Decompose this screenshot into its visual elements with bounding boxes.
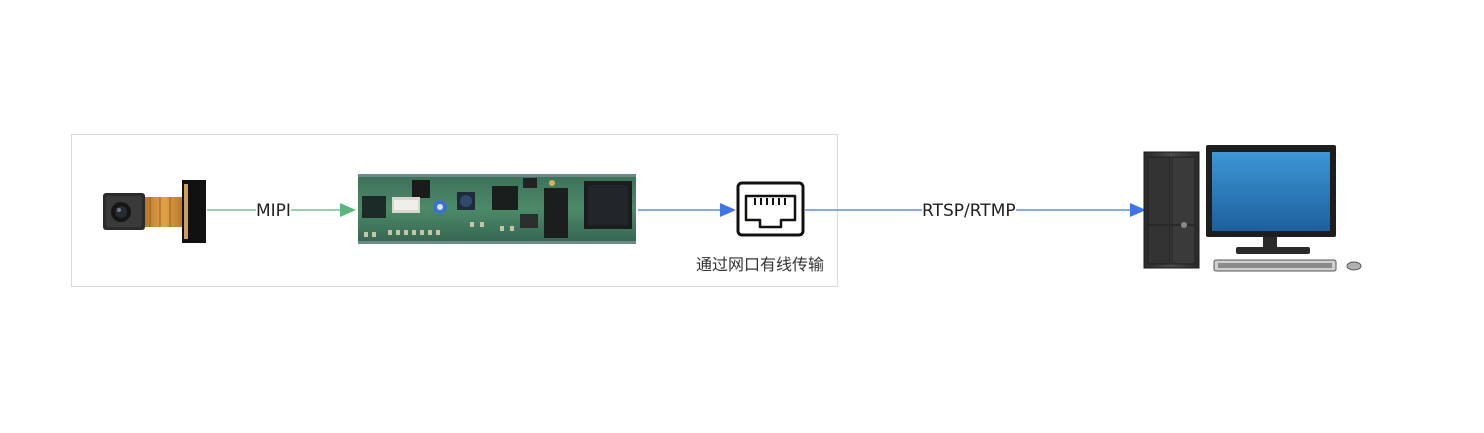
board-to-ethernet-link: [638, 203, 736, 217]
camera-module-icon: [103, 180, 206, 243]
mipi-label: MIPI: [256, 201, 291, 221]
ethernet-port-icon: [736, 181, 805, 237]
rtsp-rtmp-label: RTSP/RTMP: [922, 201, 1016, 221]
desktop-computer-icon: [1143, 145, 1362, 272]
ethernet-caption: 通过网口有线传输: [696, 255, 825, 274]
circuit-board-icon: [358, 174, 636, 244]
